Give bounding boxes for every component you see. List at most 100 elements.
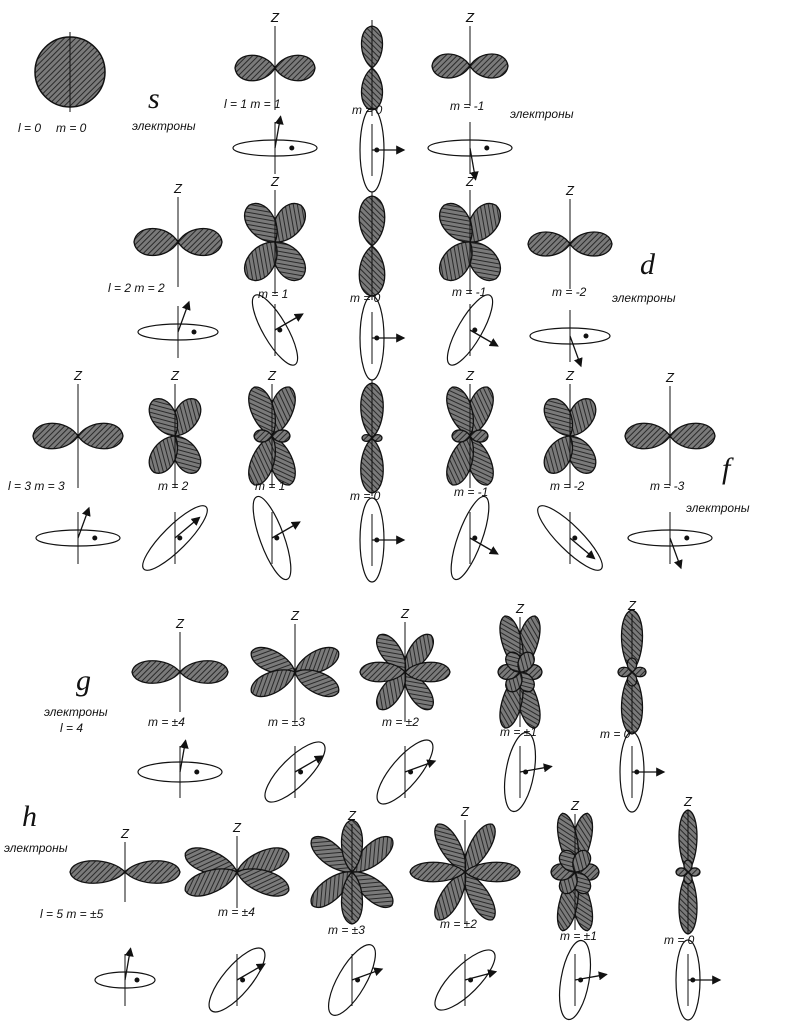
p-m-label-1: l = 1 m = 1 [224,97,281,111]
z-axis-label: Z [290,608,300,623]
h-m-label-4: m = ±4 [218,905,255,919]
precession-ellipse [620,732,664,812]
small-lobe [684,860,692,872]
z-axis-label: Z [175,616,185,631]
p-electrons-label: электроны [510,107,574,121]
z-axis-label: Z [173,181,183,196]
precession-ellipse [428,122,512,180]
h-m-label-5: l = 5 m = ±5 [40,907,104,921]
z-axis-label: Z [665,370,675,385]
precession-ellipse [554,938,606,1022]
precession-ellipse [245,289,306,370]
z-axis-label: Z [565,368,575,383]
orbital-lobe [625,423,670,449]
orbital-lobe [134,229,178,256]
d-letter: d [640,248,656,281]
z-axis-label: Z [465,10,475,25]
precession-ellipse [530,310,610,366]
f-m-label-neg3: m = -3 [650,479,685,493]
precession-ellipse [233,116,317,174]
precession-ellipse [138,302,218,358]
z-axis-label: Z [267,368,277,383]
z-axis-label: Z [270,174,280,189]
h-m-label-2: m = ±2 [440,917,477,931]
h-m-label-3: m = ±3 [328,923,365,937]
d-row: ZZZZ [134,174,612,300]
z-axis-label: Z [73,368,83,383]
precession-ellipse [360,498,404,582]
z-axis-label: Z [465,368,475,383]
precession-ellipse [360,296,404,380]
z-axis-label: Z [170,368,180,383]
p-m-label-neg1: m = -1 [450,99,484,113]
orbital-lobe [132,661,180,684]
precession-ellipse [628,512,712,568]
f-m-label-neg2: m = -2 [550,479,585,493]
orbital-lobe [670,423,715,449]
z-axis-label: Z [570,798,580,813]
g-l-label: l = 4 [60,721,83,735]
precession-ellipse [138,740,222,798]
g-m-label-4: m = ±4 [148,715,185,729]
precession-ellipse [135,498,214,577]
f-m-label-3: l = 3 m = 3 [8,479,65,493]
g-electrons-label: электроны [44,705,108,719]
orbital-lobe [470,54,508,78]
z-axis-label: Z [515,601,525,616]
f-m-label-2: m = 2 [158,479,189,493]
s-orbital [35,32,105,112]
precession-ellipse [201,940,274,1019]
precession-ellipse [257,734,333,810]
g-row: Z Z Z Z Z [132,598,646,734]
orbital-lobe [33,423,78,449]
z-axis-label: Z [565,183,575,198]
z-axis-label: Z [400,606,410,621]
orbital-lobe [178,229,222,256]
s-electrons-label: электроны [132,119,196,133]
g-m-label-2: m = ±2 [382,715,419,729]
small-lobe [627,658,636,672]
g-m-label-0: m = 0 [600,727,631,741]
small-lobe [470,430,488,442]
precession-ellipse [320,938,384,1021]
precession-ellipse [246,493,300,584]
small-lobe [362,435,372,442]
orbital-lobe [70,861,125,884]
d-m-label-2: l = 2 m = 2 [108,281,165,295]
z-axis-label: Z [232,820,242,835]
small-lobe [372,435,382,442]
precession-ellipse [499,730,551,814]
orbital-lobe [528,232,570,256]
orbital-lobe [432,54,470,78]
z-axis-label: Z [627,598,637,613]
s-m-label: m = 0 [56,121,87,135]
z-axis-label: Z [683,794,693,809]
orbital-lobe [275,55,315,81]
orbital-lobe [180,661,228,684]
orbital-lobe [78,423,123,449]
d-m-label-neg2: m = -2 [552,285,587,299]
d-electrons-label: электроны [612,291,676,305]
precession-ellipse [444,493,498,584]
z-axis-label: Z [120,826,130,841]
precession-ellipse [676,940,720,1020]
precession-ellipse [36,508,120,564]
f-m-label-1: m = 1 [255,479,285,493]
s-l-label: l = 0 [18,121,41,135]
g-m-label-3: m = ±3 [268,715,305,729]
z-axis-label: Z [465,174,475,189]
z-axis-label: Z [270,10,280,25]
g-letter: g [76,664,91,697]
f-letter: f [722,452,734,485]
precession-ellipse [427,942,503,1018]
orbital-lobe [570,232,612,256]
orbital-lobe [235,55,275,81]
precession-ellipse [440,289,501,370]
precession-ellipse [369,732,442,811]
z-axis-label: Z [347,808,357,823]
small-lobe [452,430,470,442]
f-electrons-label: электроны [686,501,750,515]
